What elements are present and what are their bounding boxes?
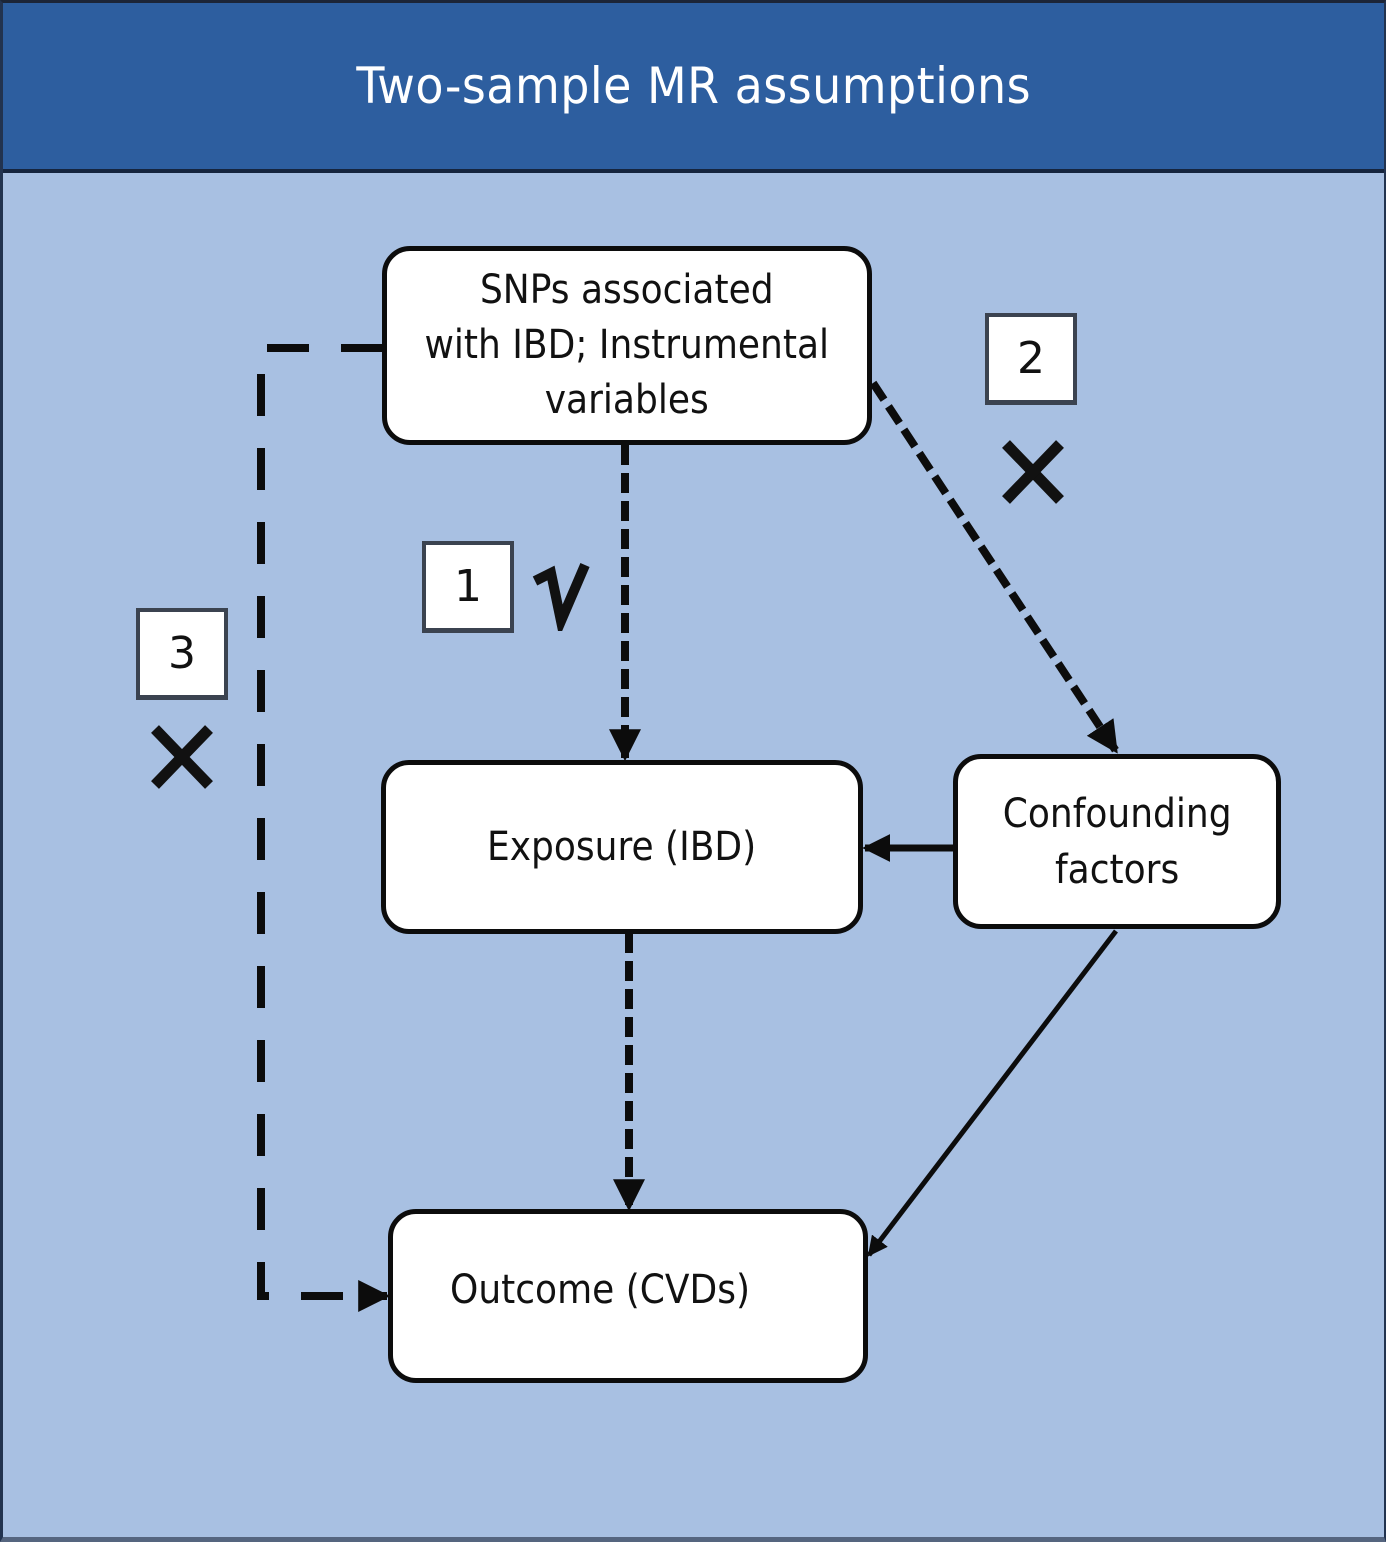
node-confounders-line2: factors [1054,846,1180,893]
edge-snps-to-confounders [869,380,1120,754]
check-icon [531,561,591,638]
node-confounding-factors: Confounding factors [953,754,1281,929]
assumption-1-number: 1 [454,561,482,612]
node-snps-line2: with IBD; Instrumental [424,322,830,368]
assumption-1-badge: 1 [422,541,514,633]
assumption-3-badge: 3 [136,608,228,700]
node-snps: SNPs associated with IBD; Instrumental v… [382,246,872,445]
node-exposure-label: Exposure (IBD) [487,824,757,870]
header-banner: Two-sample MR assumptions [3,3,1384,173]
assumption-2-number: 2 [1017,333,1045,384]
node-snps-line1: SNPs associated [480,267,774,313]
edge-confounders-to-outcome [867,929,1118,1257]
diagram-title: Two-sample MR assumptions [356,57,1031,115]
cross-icon [1000,440,1066,504]
node-outcome-label: Outcome (CVDs) [450,1267,751,1313]
assumption-3-number: 3 [168,628,196,679]
assumption-2-badge: 2 [985,313,1077,405]
edge-snps-to-outcome [257,344,391,1312]
cross-icon [149,725,215,789]
edges-layer [257,344,1120,1312]
node-snps-line3: variables [544,377,709,423]
node-confounders-line1: Confounding [1002,790,1232,837]
node-outcome: Outcome (CVDs) [388,1209,868,1383]
node-exposure: Exposure (IBD) [381,760,863,934]
